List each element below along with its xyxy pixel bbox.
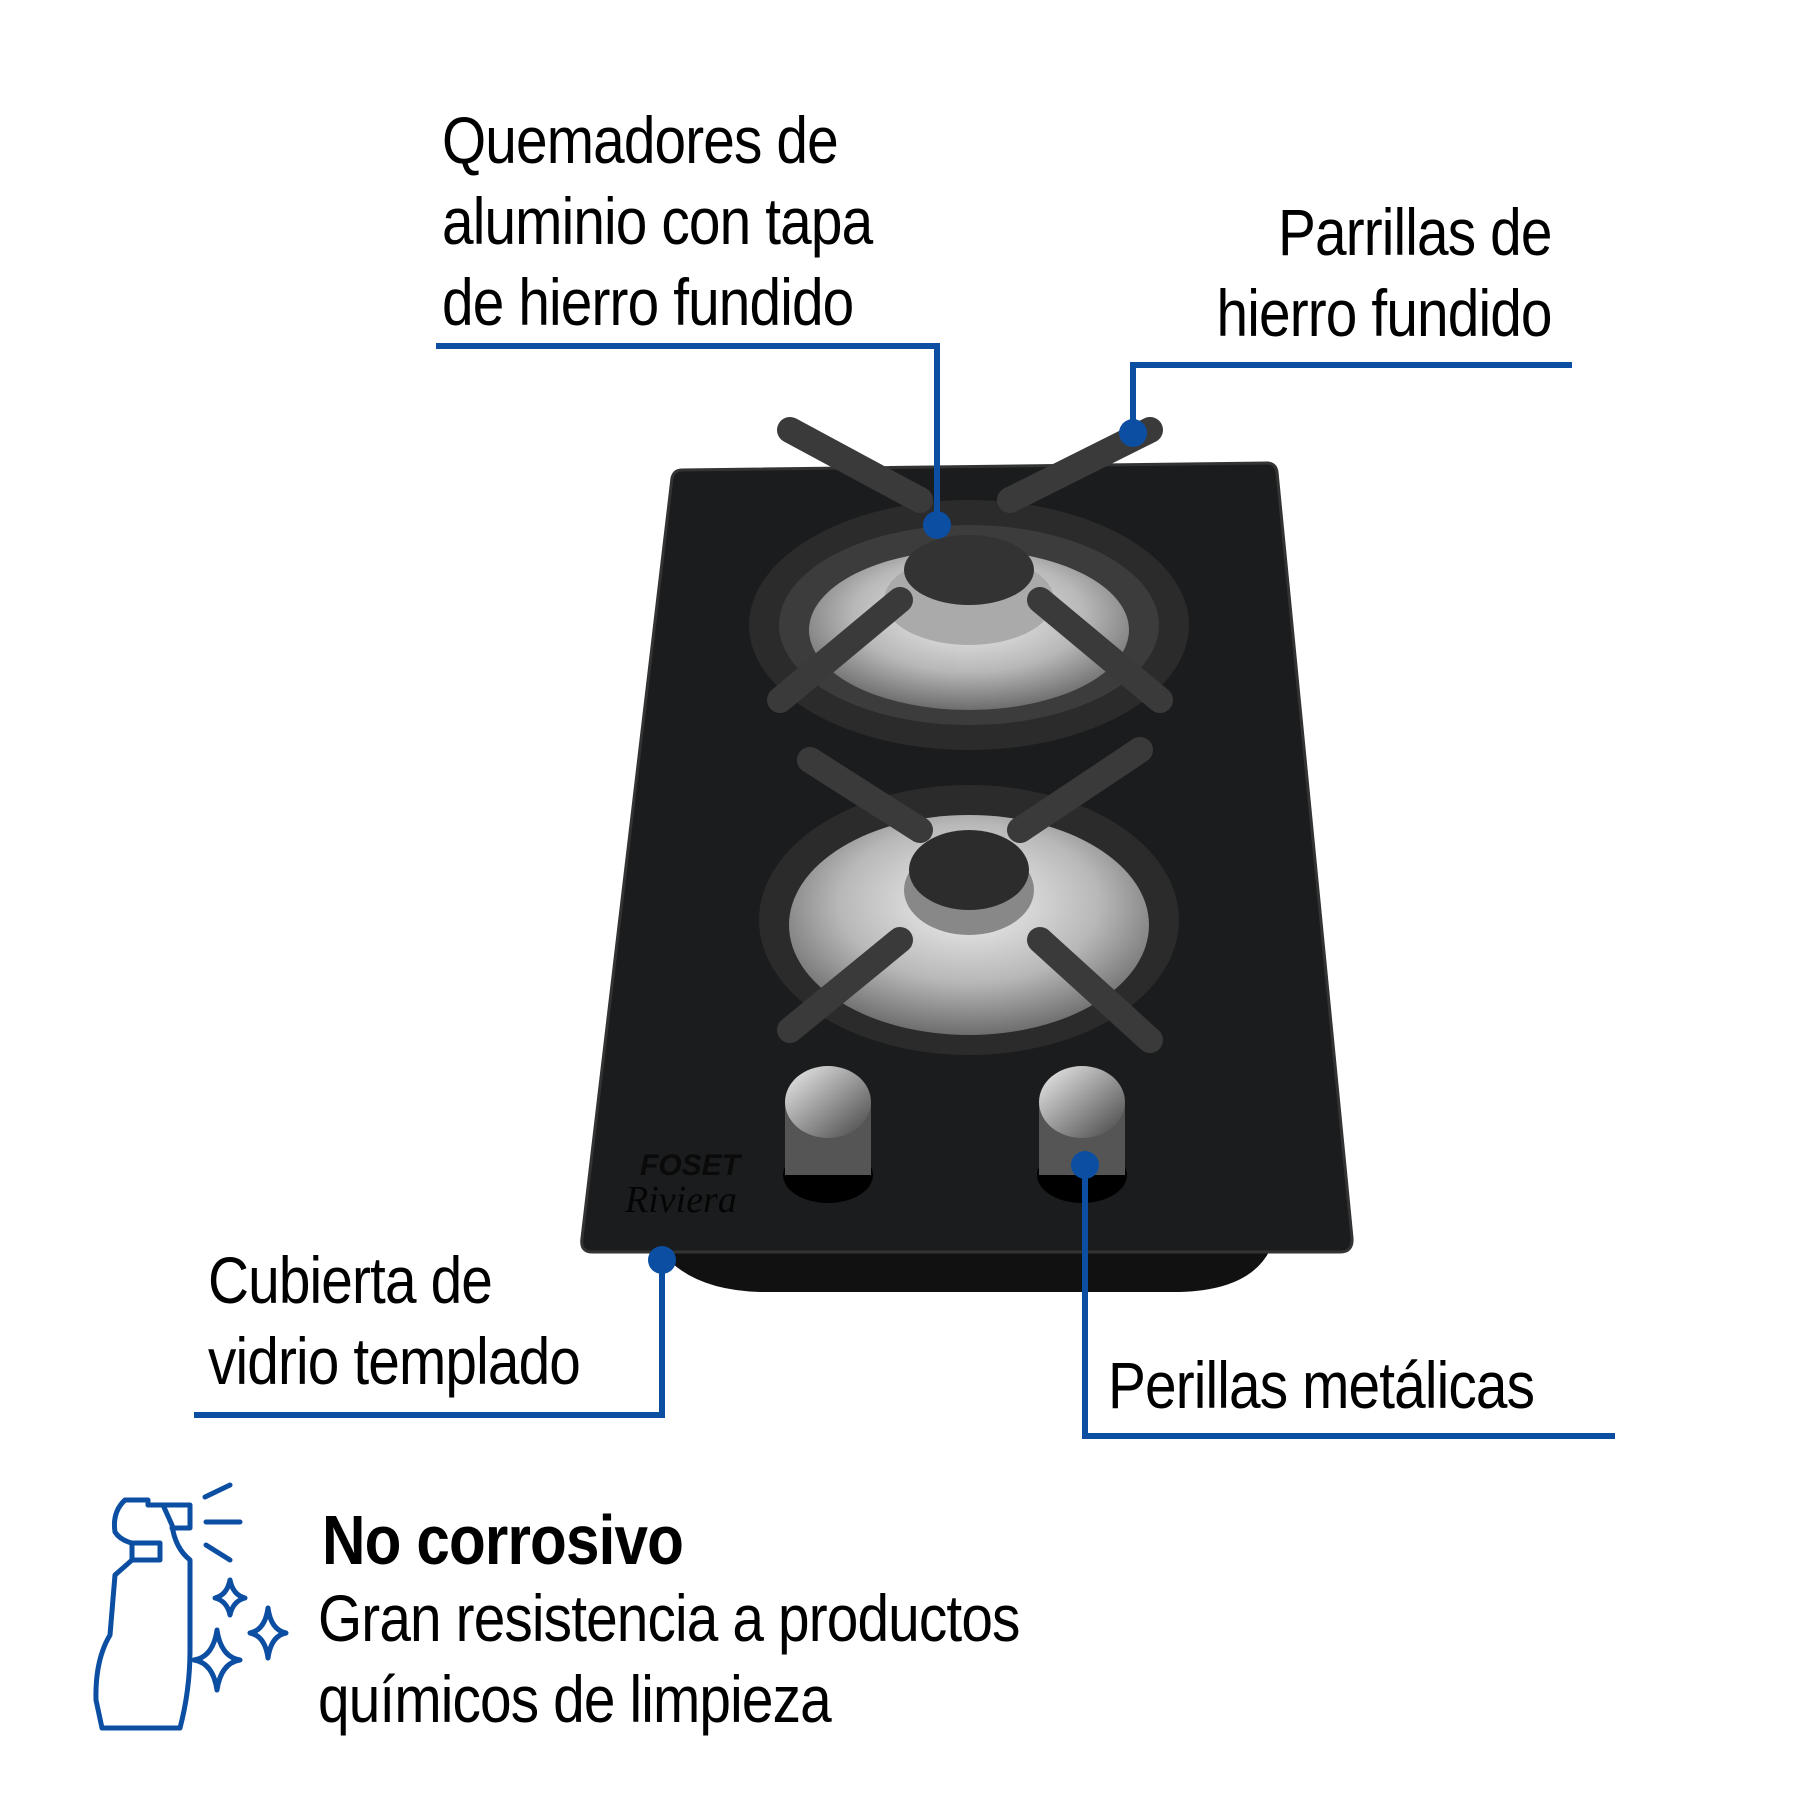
callout-text: Parrillas de bbox=[1278, 195, 1552, 269]
callout-text: aluminio con tapa bbox=[442, 184, 873, 258]
feature-description: Gran resistencia a productos químicos de… bbox=[318, 1578, 1020, 1740]
feature-title: No corrosivo bbox=[322, 1501, 684, 1579]
knobs-leader bbox=[1082, 1165, 1615, 1439]
feature-description-line: químicos de limpieza bbox=[318, 1662, 832, 1736]
callout-lines bbox=[194, 343, 1615, 1439]
callout-text: vidrio templado bbox=[208, 1324, 581, 1398]
cover-callout: Cubierta de vidrio templado bbox=[208, 1240, 581, 1402]
grates-leader bbox=[1130, 362, 1572, 433]
burners-leader bbox=[436, 343, 940, 525]
feature-description-line: Gran resistencia a productos bbox=[318, 1581, 1020, 1655]
spray-bottle-icon bbox=[93, 1482, 289, 1731]
brand-logo: FOSET bbox=[640, 1149, 743, 1182]
bottom-burner bbox=[759, 737, 1179, 1055]
cooktop-base bbox=[660, 1250, 1270, 1292]
model-logo: Riviera bbox=[624, 1179, 737, 1221]
callout-text: de hierro fundido bbox=[442, 265, 854, 339]
burners-dot bbox=[923, 511, 951, 539]
knobs-dot bbox=[1071, 1151, 1099, 1179]
callout-text: hierro fundido bbox=[1216, 276, 1553, 350]
callout-text: Perillas metálicas bbox=[1108, 1348, 1535, 1422]
knob-left bbox=[783, 1066, 873, 1203]
cover-dot bbox=[648, 1246, 676, 1274]
burners-callout: Quemadores de aluminio con tapa de hierr… bbox=[442, 100, 873, 343]
callout-text: Cubierta de bbox=[208, 1243, 493, 1317]
knobs-callout: Perillas metálicas bbox=[1108, 1345, 1535, 1426]
grates-dot bbox=[1119, 419, 1147, 447]
callout-text: Quemadores de bbox=[442, 103, 839, 177]
grates-callout: Parrillas de hierro fundido bbox=[1216, 192, 1553, 354]
callout-dots bbox=[648, 419, 1147, 1274]
top-burner bbox=[749, 417, 1189, 750]
cover-leader bbox=[194, 1260, 665, 1418]
